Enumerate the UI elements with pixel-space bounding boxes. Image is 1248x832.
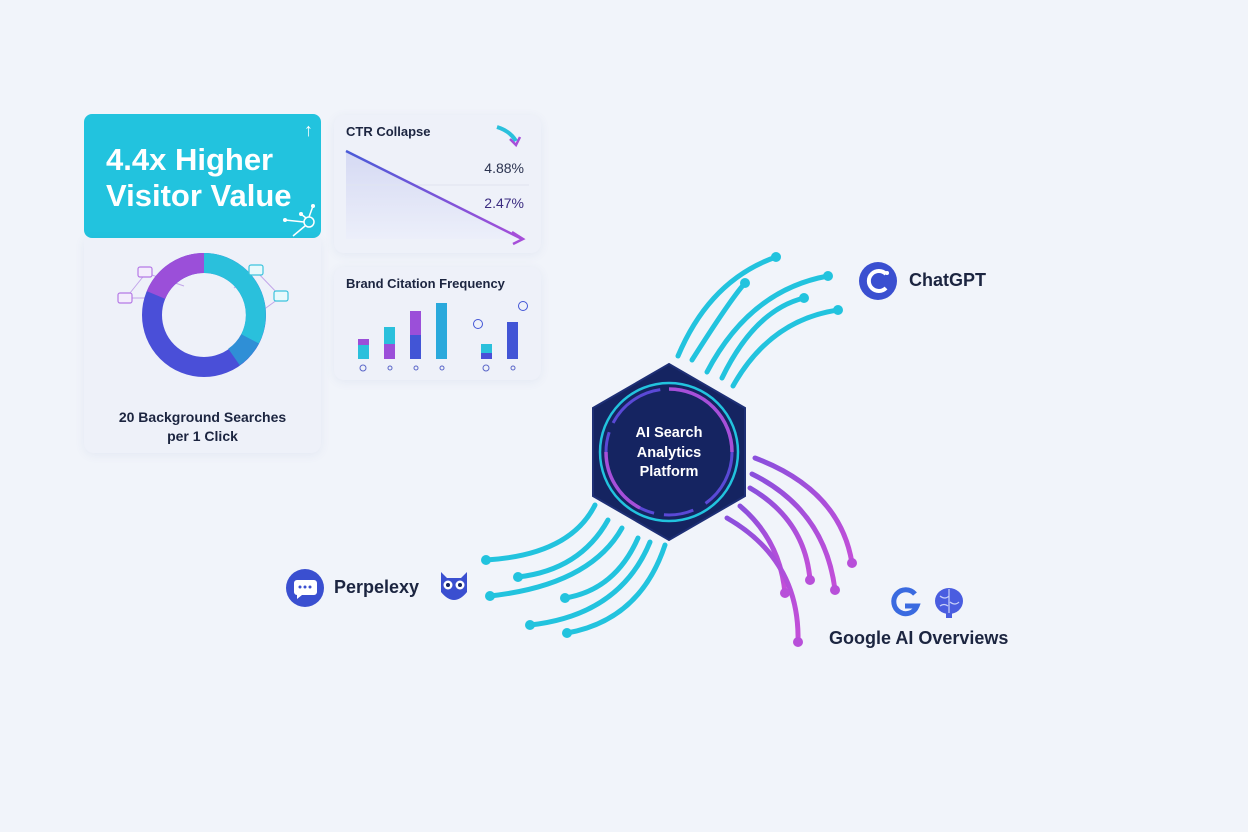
- perplexity-connection: [527, 539, 653, 628]
- chatgpt-connection: [689, 280, 748, 363]
- google-connection: [749, 471, 838, 593]
- hub-label: AI Search Analytics Platform: [609, 424, 729, 483]
- bar: [507, 322, 518, 359]
- bar: [436, 303, 447, 359]
- bar: [358, 339, 369, 359]
- axis-icon: [482, 364, 490, 372]
- axis-icon: [439, 365, 445, 371]
- brand-citation-bar-chart: [358, 301, 528, 372]
- hub-hexagon: [592, 362, 746, 542]
- ctr-collapse-card: CTR Collapse 4.88% 2.47%: [334, 115, 541, 253]
- visitor-value-title: 4.4x Higher Visitor Value: [106, 142, 292, 214]
- hub-label-line: Platform: [639, 464, 699, 480]
- bar: [410, 311, 421, 359]
- background-searches-card: 20 Background Searches per 1 Click: [84, 238, 321, 453]
- ctr-title: CTR Collapse: [346, 124, 431, 139]
- perplexity-label: Perpelexy: [334, 577, 420, 597]
- hub-label-line: AI Search: [635, 425, 703, 441]
- network-icon: [283, 204, 315, 237]
- bar: [384, 327, 395, 359]
- perplexity-connection: [515, 517, 611, 580]
- device-icon: [117, 292, 133, 304]
- brand-citation-title: Brand Citation Frequency: [346, 276, 505, 291]
- visitor-value-card: ↑ 4.4x Higher Visitor Value: [84, 114, 321, 238]
- background-searches-label: 20 Background Searches per 1 Click: [84, 408, 321, 446]
- ctr-line: [345, 149, 523, 241]
- axis-icon: [387, 365, 393, 371]
- donut-segment-cyan: [203, 253, 266, 344]
- google-connection: [737, 503, 788, 596]
- donut-segment-purple: [146, 253, 205, 300]
- perplexity-connection: [487, 525, 625, 599]
- ctr-after-value: 2.47%: [484, 195, 524, 211]
- chatgpt-connection: [719, 295, 807, 381]
- perplexity-connection: [564, 542, 668, 636]
- google-g-icon: [891, 587, 921, 617]
- owl-icon: [441, 572, 467, 600]
- chat-bubble-icon: [286, 569, 324, 607]
- hub-label-line: Analytics: [636, 444, 702, 461]
- donut-segment-mid: [227, 333, 259, 366]
- axis-icon: [359, 364, 367, 372]
- chatgpt-connection: [730, 307, 841, 389]
- chatgpt-label: ChatGPT: [909, 270, 987, 290]
- device-icon: [248, 264, 264, 276]
- down-arrow-icon: [518, 301, 528, 311]
- title-line: 4.4x Higher: [106, 142, 274, 177]
- brand-citation-card: Brand Citation Frequency: [334, 267, 541, 380]
- arrowhead: [511, 230, 526, 246]
- axis-icon: [510, 365, 516, 371]
- up-arrow-icon: [473, 319, 483, 329]
- device-icon: [273, 290, 289, 302]
- perplexity-connection: [483, 502, 598, 563]
- axis-icon: [413, 365, 419, 371]
- title-line: Visitor Value: [106, 178, 292, 213]
- google-connection: [752, 455, 855, 566]
- ctr-trend-chart: [345, 125, 529, 246]
- ctr-before-value: 4.88%: [484, 160, 524, 176]
- arrow-up-icon: ↑: [304, 120, 313, 140]
- chatgpt-logo-icon: [859, 262, 897, 300]
- brain-icon: [935, 588, 963, 618]
- device-icon: [137, 266, 153, 278]
- donut-chart: [117, 253, 289, 377]
- perplexity-connection: [562, 535, 641, 601]
- label-line: 20 Background Searches: [118, 409, 287, 425]
- google-ai-overviews-label: Google AI Overviews: [829, 628, 1009, 648]
- google-connection: [747, 485, 813, 583]
- bar: [481, 344, 492, 359]
- trend-down-arrow-icon: [496, 125, 522, 148]
- google-connection: [724, 515, 801, 645]
- label-line: per 1 Click: [167, 428, 238, 444]
- chatgpt-connection: [704, 273, 831, 375]
- chatgpt-connection: [675, 254, 779, 359]
